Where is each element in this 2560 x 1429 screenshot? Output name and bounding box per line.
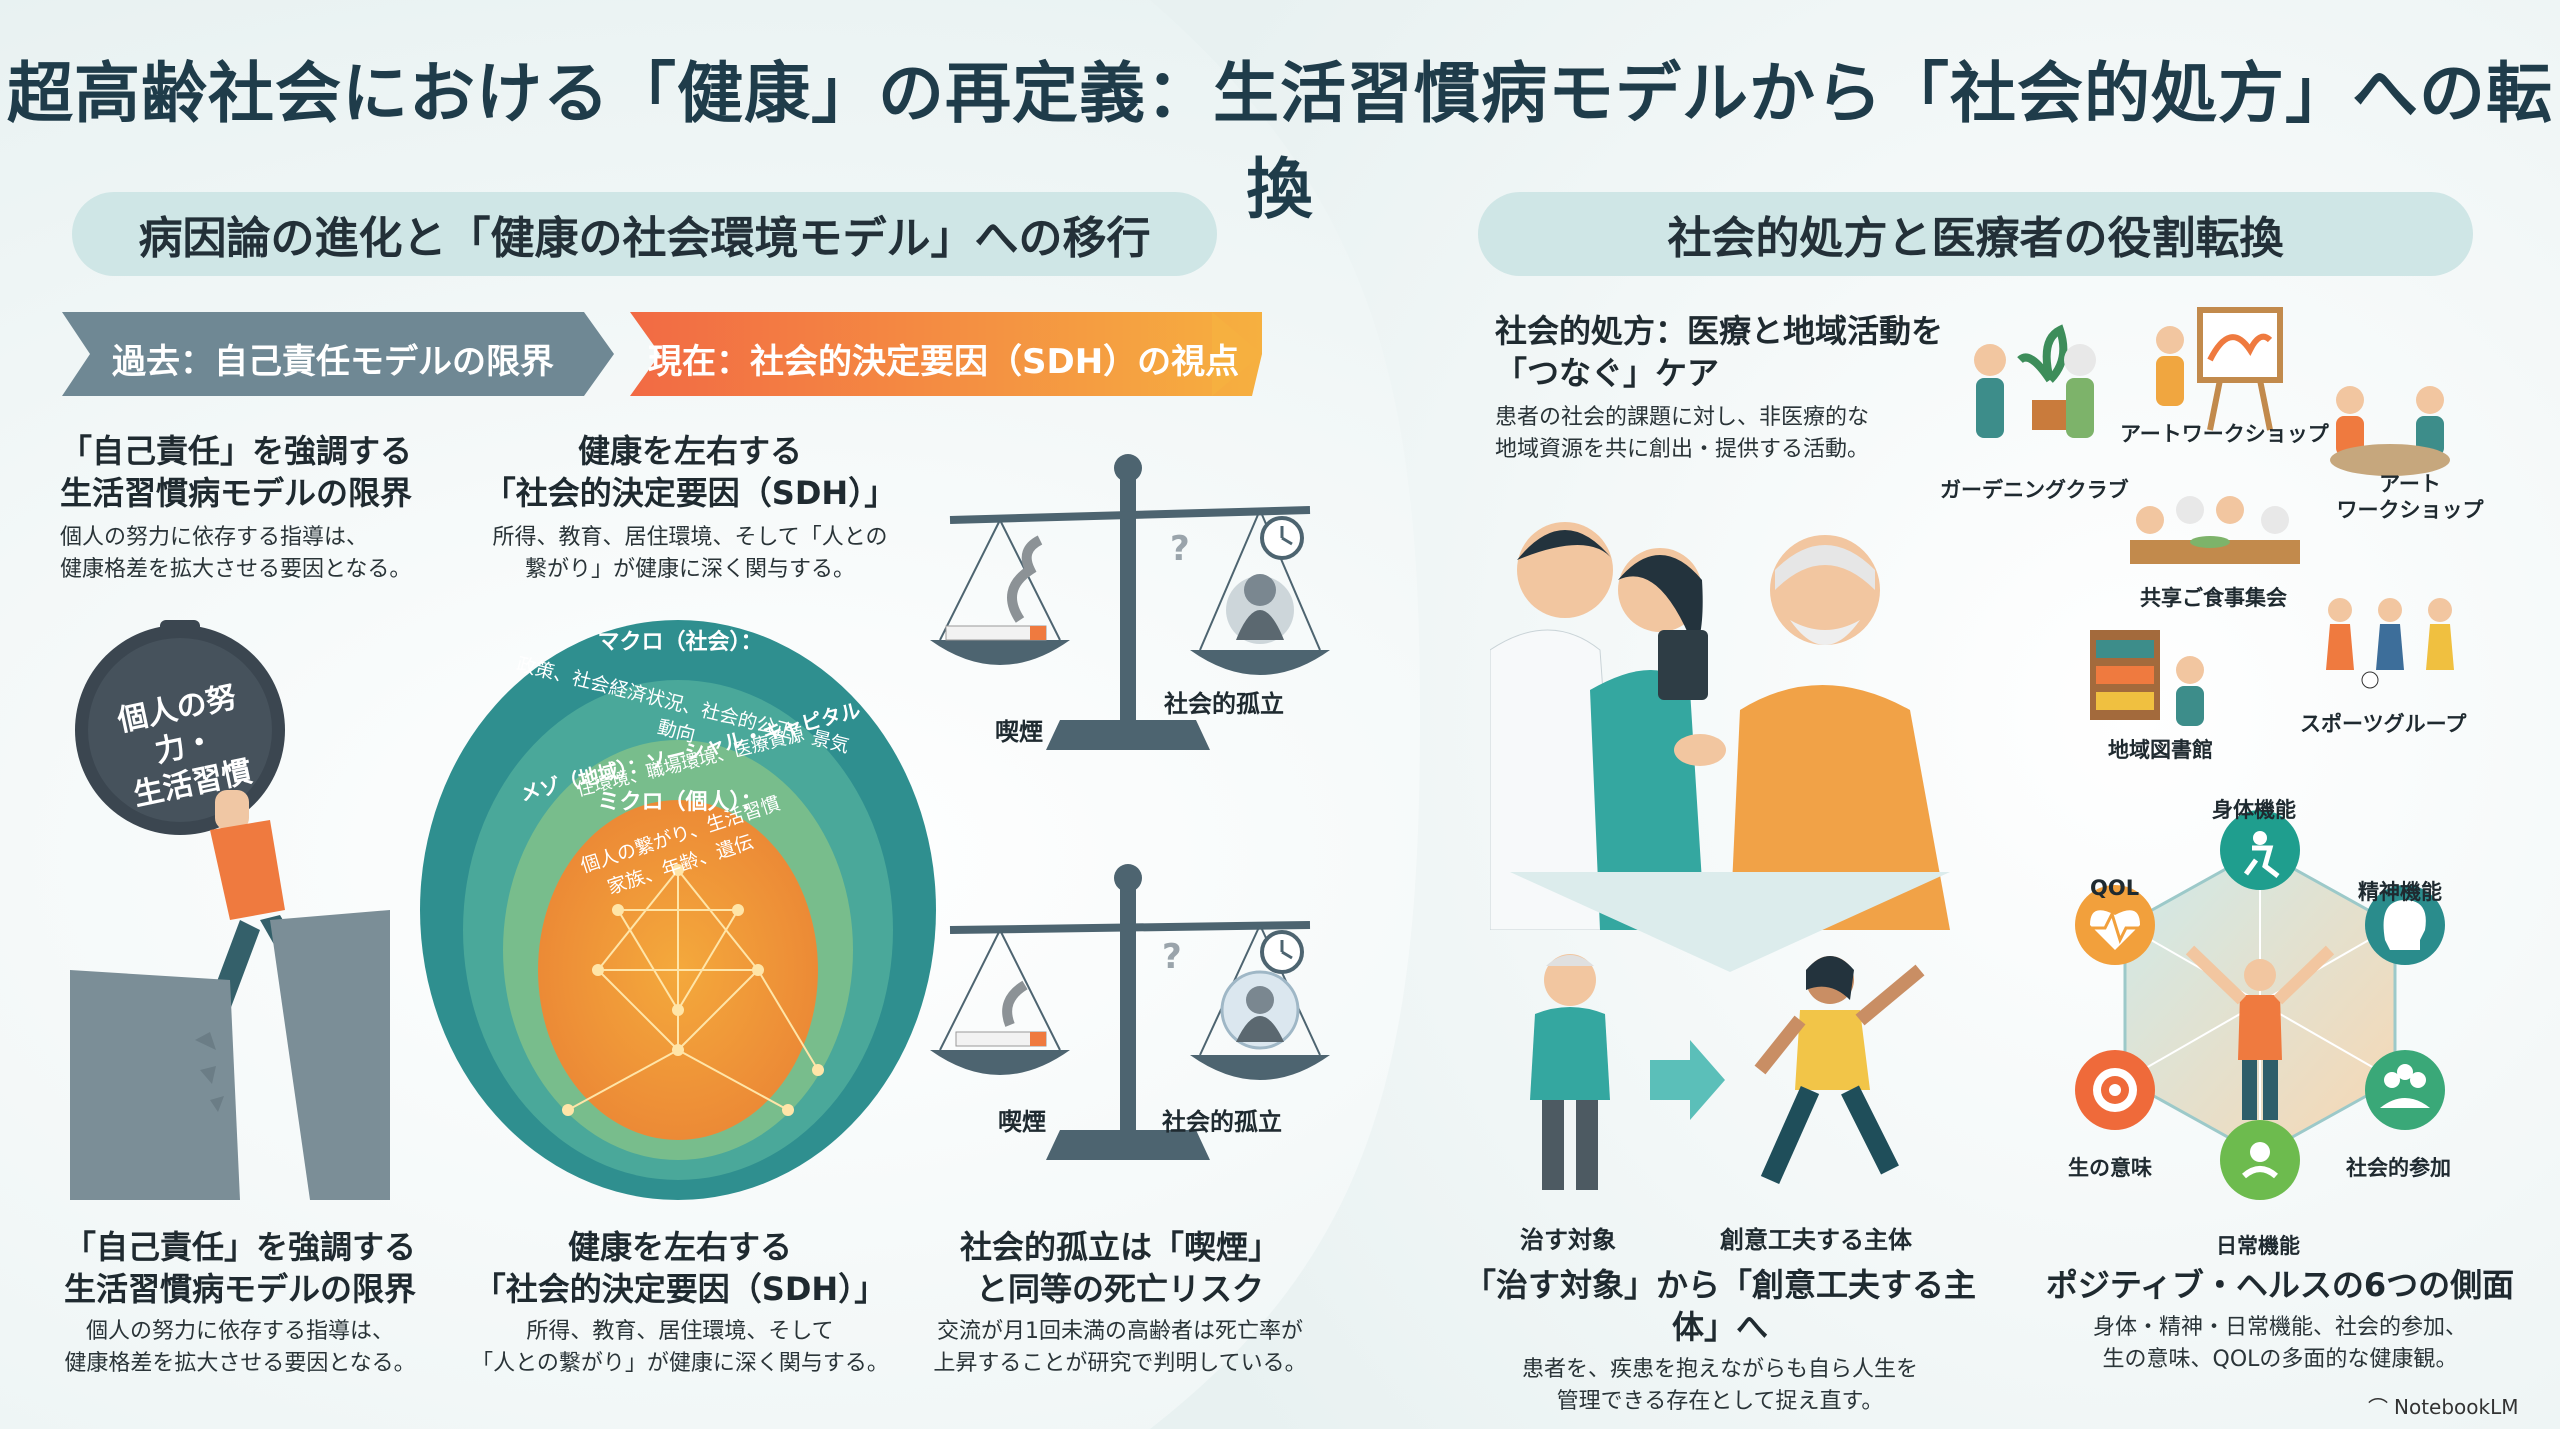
- col3-bottom-heading-line2: と同等の死亡リスク: [975, 1270, 1264, 1308]
- hex-label-physical: 身体機能: [2212, 798, 2296, 822]
- creative-agent-label: 創意工夫する主体: [1720, 1226, 1912, 1254]
- shift-heading: 「治す対象」から「創意工夫する主体」へ: [1463, 1266, 1976, 1346]
- activity-art-workshop: アートワークショップ: [2120, 422, 2329, 446]
- activity-art-line2: ワークショップ: [2336, 498, 2484, 522]
- transition-wedge: [1510, 872, 1950, 972]
- col2-top-body-line2: 繋がり」が健康に深く関与する。: [524, 557, 855, 582]
- scale2-left-label: 喫煙: [998, 1108, 1046, 1136]
- brand-label: NotebookLM: [2394, 1394, 2519, 1419]
- col2-top-heading-line2: 「社会的決定要因（SDH）」: [483, 474, 897, 512]
- community-activities-illustration: [1974, 307, 2454, 726]
- balance-scale-2: ?: [930, 864, 1330, 1160]
- patient-transformation-illustration: [1530, 954, 1925, 1190]
- hex-label-mental: 精神機能: [2358, 880, 2442, 904]
- doctor-patient-handshake-illustration: [1490, 522, 1950, 930]
- notebooklm-logo-icon: ⌒: [2368, 1396, 2388, 1420]
- ph-body-line1: 身体・精神・日常機能、社会的参加、: [2092, 1315, 2467, 1340]
- macro-title: マクロ（社会）：: [597, 630, 763, 655]
- svg-text:?: ?: [1162, 937, 1182, 977]
- col1-bottom-heading-line2: 生活習慣病モデルの限界: [63, 1270, 416, 1308]
- sp-body-line2: 地域資源を共に創出・提供する活動。: [1495, 437, 1870, 462]
- hex-label-social: 社会的参加: [2346, 1156, 2451, 1180]
- left-section-header: 病因論の進化と「健康の社会環境モデル」への移行: [72, 192, 1217, 276]
- timeline-arrows: [62, 312, 1262, 396]
- shift-body-line1: 患者を、疾患を抱えながらも自ら人生を: [1521, 1357, 1918, 1382]
- activity-art-line1: アート: [2379, 472, 2441, 496]
- hex-label-qol: QOL: [2090, 876, 2140, 900]
- col1-top-heading-line1: 「自己責任」を強調する: [60, 432, 413, 470]
- activity-library: 地域図書館: [2108, 738, 2213, 762]
- sp-body-line1: 患者の社会的課題に対し、非医療的な: [1495, 405, 1870, 430]
- weight-cliff-illustration: [70, 620, 390, 1200]
- col2-top-heading-line1: 健康を左右する: [577, 432, 802, 470]
- ph-heading: ポジティブ・ヘルスの6つの側面: [2045, 1266, 2515, 1304]
- col3-bottom-body-line2: 上昇することが研究で判明している。: [933, 1351, 1307, 1376]
- ph-body-line2: 生の意味、QOLの多面的な健康観。: [2102, 1347, 2458, 1372]
- col2-bottom-body-line1: 所得、教育、居住環境、そして: [526, 1319, 834, 1344]
- present-arrow-label: 現在：社会的決定要因（SDH）の視点: [648, 342, 1240, 382]
- treat-object-label: 治す対象: [1520, 1226, 1616, 1254]
- brand-footer: ⌒ NotebookLM: [2368, 1392, 2519, 1421]
- sp-heading-line1: 社会的処方：医療と地域活動を: [1495, 312, 1944, 350]
- col1-top-body-line2: 健康格差を拡大させる要因となる。: [60, 557, 412, 582]
- past-arrow-label: 過去：自己責任モデルの限界: [112, 342, 554, 382]
- col1-top-heading-line2: 生活習慣病モデルの限界: [60, 474, 413, 512]
- col1-bottom-body-line2: 健康格差を拡大させる要因となる。: [64, 1351, 416, 1376]
- positive-health-hexagon: [2075, 810, 2445, 1200]
- hex-label-meaning: 生の意味: [2068, 1156, 2152, 1180]
- col2-bottom-body-line2: 「人との繋がり」が健康に深く関与する。: [471, 1351, 889, 1376]
- scale2-right-label: 社会的孤立: [1162, 1108, 1282, 1136]
- col2-bottom-heading-line2: 「社会的決定要因（SDH）」: [473, 1270, 887, 1308]
- col1-bottom-heading-line1: 「自己責任」を強調する: [63, 1228, 416, 1266]
- activity-shared-meal: 共享ご食事集会: [2140, 586, 2287, 610]
- activity-gardening: ガーデニングクラブ: [1940, 478, 2129, 502]
- sdh-concentric-diagram: [420, 620, 936, 1200]
- col3-bottom-heading-line1: 社会的孤立は「喫煙」: [959, 1228, 1280, 1266]
- svg-text:?: ?: [1170, 529, 1190, 569]
- balance-scale-1: ?: [930, 454, 1330, 750]
- col1-bottom-body-line1: 個人の努力に依存する指導は、: [85, 1319, 394, 1344]
- right-section-header: 社会的処方と医療者の役割転換: [1478, 192, 2473, 276]
- scale1-right-label: 社会的孤立: [1164, 690, 1284, 718]
- col1-top-body-line1: 個人の努力に依存する指導は、: [60, 525, 369, 550]
- shift-body-line2: 管理できる存在として捉え直す。: [1556, 1389, 1884, 1414]
- col2-bottom-heading-line1: 健康を左右する: [567, 1228, 792, 1266]
- sp-heading-line2: 「つなぐ」ケア: [1495, 354, 1720, 392]
- col2-top-body-line1: 所得、教育、居住環境、そして「人との: [492, 525, 888, 550]
- col3-bottom-body-line1: 交流が月1回未満の高齢者は死亡率が: [937, 1319, 1303, 1344]
- page-title: 超高齢社会における「健康」の再定義：生活習慣病モデルから「社会的処方」への転換: [7, 55, 2553, 228]
- scale1-left-label: 喫煙: [995, 718, 1043, 746]
- activity-sports: スポーツグループ: [2300, 712, 2467, 736]
- micro-title: ミクロ（個人）：: [597, 790, 763, 815]
- hex-label-daily: 日常機能: [2216, 1234, 2300, 1258]
